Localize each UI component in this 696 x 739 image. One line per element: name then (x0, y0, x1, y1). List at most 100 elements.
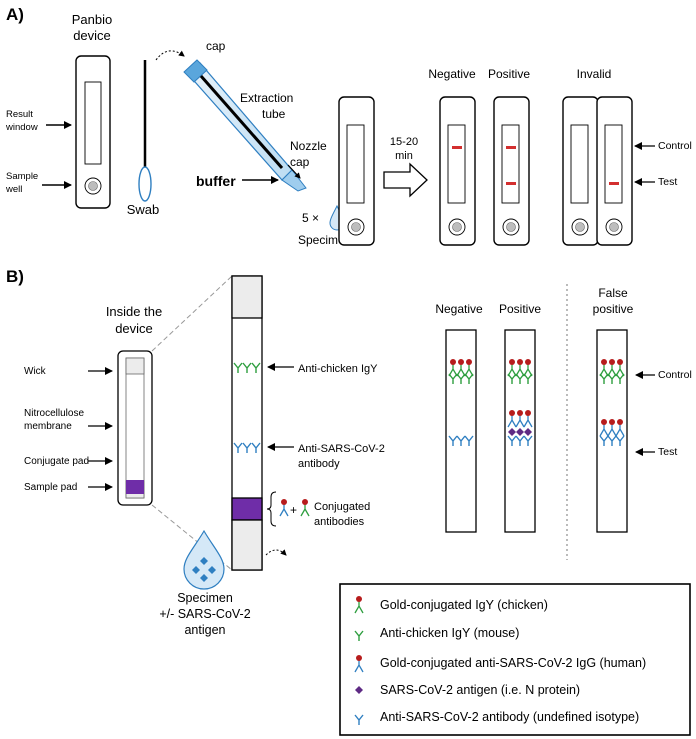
b-negative-label: Negative (435, 302, 483, 316)
strip-anti-chicken-1 (233, 362, 243, 373)
nozzle-cap-label-2: cap (290, 155, 310, 169)
wick-label: Wick (24, 366, 47, 377)
control-anti-chicken-3 (464, 373, 474, 384)
legend-icon-antigen (355, 686, 363, 694)
legend-icon-gold-sars (354, 655, 364, 673)
test-anti-sars-3 (464, 435, 474, 446)
test-antigen-3 (524, 428, 532, 436)
cap-label: cap (206, 39, 226, 53)
test-gold-sars-1 (507, 410, 517, 428)
control-gold-igy-2 (607, 359, 617, 377)
b-positive-label: Positive (499, 302, 541, 316)
device-title-line2: device (73, 28, 111, 43)
control-gold-igy-1 (507, 359, 517, 377)
legend-label-3: Gold-conjugated anti-SARS-CoV-2 IgG (hum… (380, 656, 646, 670)
specimen-droplet-icon (183, 529, 225, 590)
time-label-1: 15-20 (390, 136, 418, 148)
buffer-label: buffer (196, 173, 236, 189)
test-anti-sars-1 (599, 435, 609, 446)
legend-icon-anti-sars (354, 714, 364, 725)
legend-box (339, 583, 691, 736)
result-devices (439, 96, 633, 246)
legend-icon-anti-chicken (354, 630, 364, 641)
test-antigen-1 (508, 428, 516, 436)
b-false-positive-2: positive (593, 302, 634, 316)
test-line-red (609, 182, 619, 185)
control-gold-igy-3 (464, 359, 474, 377)
anti-chicken-label: Anti-chicken IgY (298, 363, 378, 375)
result-window-label-1: Result (6, 109, 33, 120)
result-device-1 (439, 96, 476, 246)
anti-sars-label-2: antibody (298, 458, 340, 470)
panbio-device (75, 55, 111, 209)
b-strip-3 (596, 329, 628, 533)
b-specimen-3: antigen (184, 623, 225, 637)
control-anti-chicken-3 (523, 373, 533, 384)
plus-sign: + (290, 503, 297, 517)
result-window-label-2: window (5, 122, 38, 133)
legend-label-2: Anti-chicken IgY (mouse) (380, 626, 519, 640)
test-antigen-2 (516, 428, 524, 436)
test-gold-sars-2 (515, 410, 525, 428)
anti-sars-label-1: Anti-SARS-CoV-2 (298, 443, 385, 455)
conjugated-antibodies-icons: + (279, 499, 310, 517)
control-anti-chicken-1 (599, 373, 609, 384)
nitrocellulose-label-1: Nitrocellulose (24, 408, 84, 419)
b-false-positive-1: False (598, 286, 628, 300)
conjugate-brace (266, 491, 277, 527)
zoom-line-top (151, 275, 233, 352)
test-anti-sars-1 (448, 435, 458, 446)
strip-antibody-lines (233, 362, 261, 453)
conj-gold-sars-antibody (279, 499, 289, 517)
conjugate-pad-small (126, 480, 144, 494)
enlarged-strip (231, 275, 263, 571)
sample-well-label-2: well (5, 184, 22, 195)
time-label-2: min (395, 150, 413, 162)
strip-anti-chicken-2 (242, 362, 252, 373)
device-title-line1: Panbio (72, 12, 112, 27)
result-device-4 (596, 96, 633, 246)
test-gold-sars-3 (615, 419, 625, 437)
conjugated-label-1: Conjugated (314, 501, 370, 513)
strip-anti-sars-3 (251, 442, 261, 453)
b-strip-1 (445, 329, 477, 533)
control-gold-igy-1 (448, 359, 458, 377)
a-positive-label: Positive (488, 67, 530, 81)
nozzle-cap-arrow (287, 164, 301, 179)
test-anti-sars-3 (615, 435, 625, 446)
nozzle-cap-label-1: Nozzle (290, 139, 327, 153)
control-gold-igy-3 (523, 359, 533, 377)
conj-gold-igy (300, 499, 310, 517)
control-line-red (506, 146, 516, 149)
test-anti-sars-2 (456, 435, 466, 446)
b-test-label: Test (658, 446, 677, 458)
control-gold-igy-2 (515, 359, 525, 377)
test-gold-sars-3 (523, 410, 533, 428)
control-line-red (452, 146, 462, 149)
conjugated-label-2: antibodies (314, 516, 365, 528)
strip-anti-sars-1 (233, 442, 243, 453)
flow-arrow (265, 549, 287, 556)
test-gold-sars-2 (607, 419, 617, 437)
result-device-3 (562, 96, 599, 246)
swab-label: Swab (127, 202, 160, 217)
a-test-label: Test (658, 176, 677, 188)
strip-anti-sars-2 (242, 442, 252, 453)
specimen-label: Specimen (298, 233, 351, 247)
swab-to-tube-arrow (155, 50, 185, 61)
extraction-tube-label-1: Extraction (240, 91, 293, 105)
control-gold-igy-1 (599, 359, 609, 377)
panel-b-label: B) (6, 267, 24, 286)
legend-icons (354, 596, 364, 725)
conjugate-pad-label: Conjugate pad (24, 456, 89, 467)
test-anti-sars-2 (607, 435, 617, 446)
loaded-device (338, 96, 375, 246)
incubation-arrow-icon (383, 162, 428, 198)
sample-pad-label: Sample pad (24, 482, 77, 493)
test-gold-sars-1 (599, 419, 609, 437)
control-anti-chicken-2 (515, 373, 525, 384)
extraction-tube (183, 59, 307, 192)
inside-title-2: device (115, 321, 153, 336)
b-control-label: Control (658, 369, 692, 381)
